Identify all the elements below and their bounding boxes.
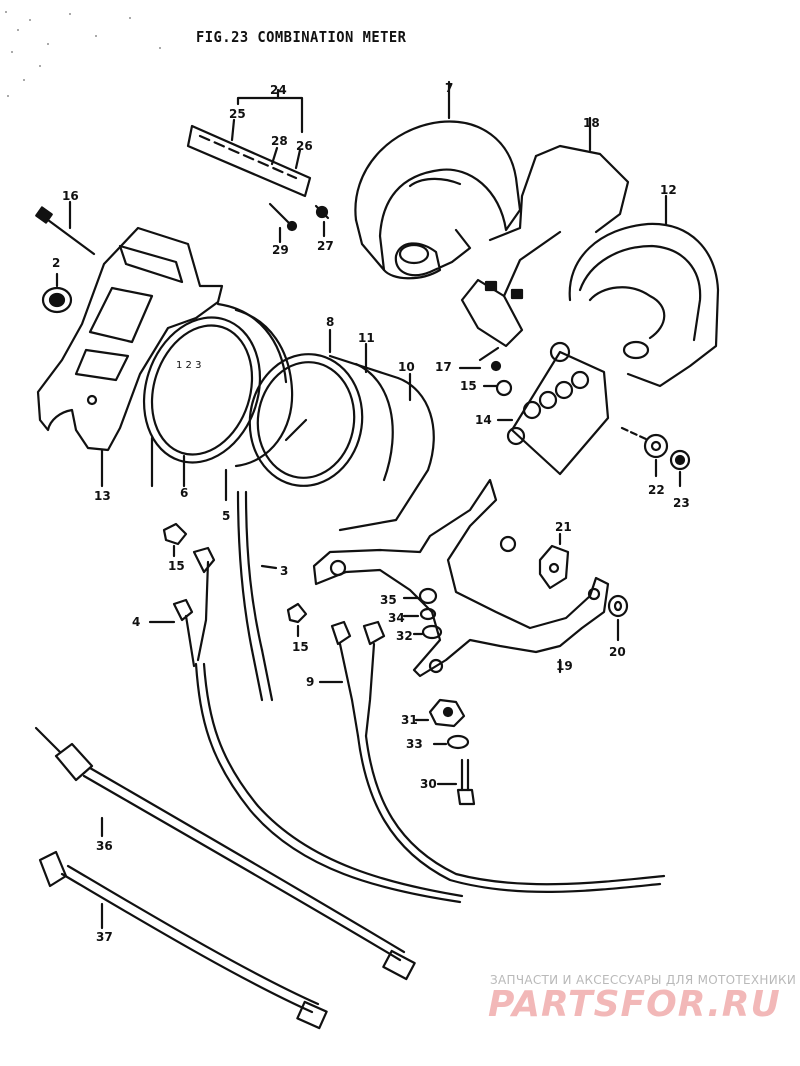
nut-15-upper: [482, 379, 513, 397]
callout-8: 8: [326, 315, 335, 329]
callout-34: 34: [388, 611, 405, 625]
callout-3: 3: [280, 564, 289, 578]
callout-20: 20: [609, 645, 626, 659]
screw-29: [268, 202, 298, 244]
callout-31: 31: [401, 713, 418, 727]
wire-harness-9: [318, 620, 666, 893]
callout-11: 11: [358, 331, 375, 345]
callout-30: 30: [420, 777, 437, 791]
washer-32: [412, 624, 443, 640]
callout-13: 13: [94, 489, 111, 503]
bolt-30: [436, 758, 476, 806]
nut-23: [669, 449, 691, 488]
speedometer-6: 1 2 3: [142, 302, 294, 488]
callout-29: 29: [272, 243, 289, 257]
callout-23: 23: [673, 496, 690, 510]
washer-34: [402, 607, 437, 621]
callout-32: 32: [396, 629, 413, 643]
callout-15-upper: 15: [460, 379, 477, 393]
main-bracket-19: [312, 478, 610, 678]
callout-10: 10: [398, 360, 415, 374]
meter-bracket-18: [460, 116, 630, 348]
callout-17: 17: [435, 360, 452, 374]
svg-text:1 2 3: 1 2 3: [176, 360, 201, 371]
callout-15-mid: 15: [292, 640, 309, 654]
washer-22: [643, 433, 669, 478]
callout-14: 14: [475, 413, 492, 427]
callout-33: 33: [406, 737, 423, 751]
callout-27: 27: [317, 239, 334, 253]
callout-19: 19: [556, 659, 573, 673]
bulb-holder-14: [496, 341, 610, 476]
cap-35: [402, 587, 438, 605]
washer-20: [607, 594, 629, 642]
callout-22: 22: [648, 483, 665, 497]
bulb-15-b: [286, 602, 308, 638]
callout-36: 36: [96, 839, 113, 853]
callout-6: 6: [180, 486, 189, 500]
callout-4: 4: [132, 615, 141, 629]
callout-28: 28: [271, 134, 288, 148]
speedometer-cable-36: [34, 726, 416, 981]
callout-21: 21: [555, 520, 572, 534]
screw-27: [314, 204, 330, 238]
rubber-cushion-31: [414, 698, 466, 728]
indicator-lamp-strip: [186, 88, 312, 198]
bolt-16: [35, 200, 96, 256]
watermark-subtitle: ЗАПЧАСТИ И АКСЕССУАРЫ ДЛЯ МОТОТЕХНИКИ: [490, 973, 797, 987]
callout-15-left: 15: [168, 559, 185, 573]
callout-7: 7: [445, 81, 454, 95]
callout-37: 37: [96, 930, 113, 944]
callout-5: 5: [222, 509, 231, 523]
callout-2: 2: [52, 256, 61, 270]
figure-title: FIG.23 COMBINATION METER: [196, 28, 407, 46]
washer-33: [432, 734, 470, 750]
callout-24: 24: [270, 83, 287, 97]
callout-18: 18: [583, 116, 600, 130]
meter-cover-13: [36, 226, 224, 488]
meter-case-12: [568, 194, 720, 388]
screw-17: [458, 346, 502, 372]
callout-35: 35: [380, 593, 397, 607]
wire-harness-4: [148, 546, 464, 904]
callout-26: 26: [296, 139, 313, 153]
callout-25: 25: [229, 107, 246, 121]
scan-speckles: [5, 11, 161, 97]
bracket-21: [538, 532, 570, 590]
tachometer-cable-37: [38, 850, 328, 1030]
grommet-2: [41, 272, 73, 314]
bulb-15-a: [162, 522, 188, 558]
callout-9: 9: [306, 675, 315, 689]
wire-harness-3: [236, 490, 278, 702]
watermark-logo: PARTSFOR.RU: [488, 984, 781, 1025]
callout-16: 16: [62, 189, 79, 203]
meter-case-7: [354, 80, 522, 280]
callout-12: 12: [660, 183, 677, 197]
tachometer-8: [224, 328, 435, 532]
